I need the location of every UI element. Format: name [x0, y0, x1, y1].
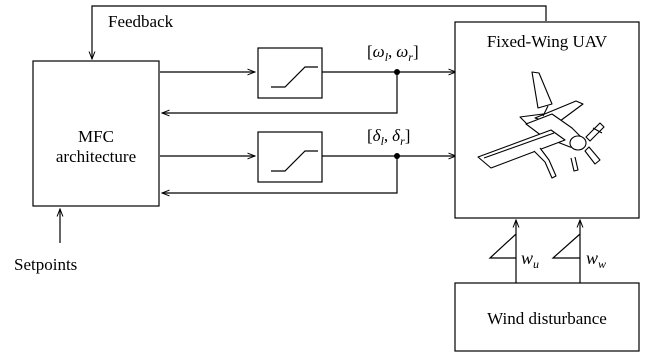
top-signal-label: [ωl,ωr] [367, 42, 419, 64]
setpoints-label: Setpoints [14, 255, 77, 274]
wind-w-label: ww [586, 248, 606, 271]
wind-u-label: wu [521, 248, 539, 271]
bottom-return-arrow [162, 156, 398, 193]
mfc-label-line1: MFC [78, 127, 114, 146]
top-saturation-curve [271, 66, 318, 88]
wind-disturbance-block [454, 282, 640, 352]
wind-disturbance-label: Wind disturbance [487, 309, 607, 328]
uav-label: Fixed-Wing UAV [487, 32, 608, 51]
mfc-label-line2: architecture [56, 147, 136, 166]
wind-w-arrow [551, 220, 580, 283]
airplane-icon [477, 71, 605, 179]
feedback-label: Feedback [108, 12, 174, 31]
bottom-signal-label: [δl,δr] [367, 126, 410, 148]
bottom-saturation-curve [271, 150, 318, 172]
wind-u-arrow [488, 220, 516, 283]
bottom-saturation-block [257, 131, 323, 183]
top-saturation-block [257, 47, 323, 99]
top-return-arrow [162, 72, 398, 113]
feedback-line [92, 5, 547, 59]
mfc-architecture-block [32, 60, 160, 207]
